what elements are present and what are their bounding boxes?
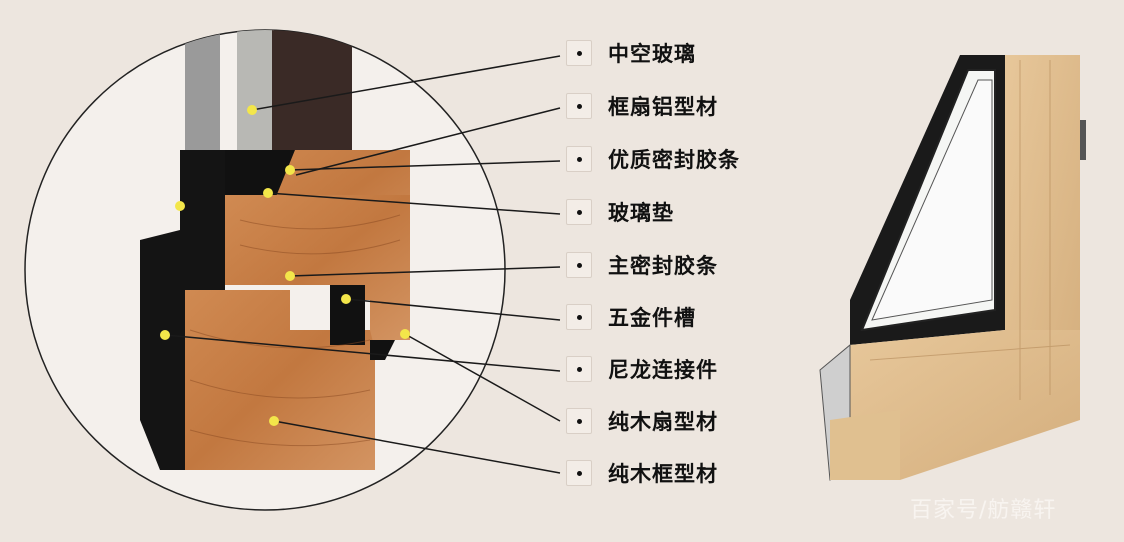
label-main-seal-strip: 主密封胶条 — [566, 250, 718, 280]
wood-sash-lower — [225, 195, 410, 340]
bullet-icon — [566, 252, 592, 278]
label-nylon-connector: 尼龙连接件 — [566, 354, 718, 384]
label-hollow-glass: 中空玻璃 — [566, 38, 696, 68]
bullet-icon — [566, 93, 592, 119]
wood-frame — [185, 290, 375, 470]
label-glass-pad: 玻璃垫 — [566, 197, 674, 227]
watermark: 百家号/舫赣轩 — [910, 498, 1057, 523]
label-hardware-groove: 五金件槽 — [566, 302, 696, 332]
label-text: 玻璃垫 — [608, 201, 674, 225]
label-text: 优质密封胶条 — [608, 148, 740, 172]
glass-spacer — [237, 30, 274, 150]
label-sash-aluminum-profile: 框扇铝型材 — [566, 91, 718, 121]
label-solid-wood-frame: 纯木框型材 — [566, 458, 718, 488]
marker-dots — [160, 105, 410, 426]
bullet-icon — [566, 408, 592, 434]
detail-circle — [24, 29, 506, 511]
bullet-icon — [566, 199, 592, 225]
window-corner-3d-view — [819, 55, 1086, 481]
label-text: 主密封胶条 — [608, 254, 718, 278]
glass-pane-outer — [185, 30, 220, 170]
hardware-groove — [330, 285, 365, 345]
bullet-icon — [566, 146, 592, 172]
leader-lines — [164, 55, 561, 474]
bullet-icon — [566, 304, 592, 330]
bullet-icon — [566, 460, 592, 486]
label-quality-seal-strip: 优质密封胶条 — [566, 144, 740, 174]
inner-glass-dark — [272, 30, 352, 160]
aluminum-profile — [140, 150, 300, 470]
label-text: 尼龙连接件 — [608, 358, 718, 382]
label-text: 五金件槽 — [608, 306, 696, 330]
label-text: 纯木框型材 — [608, 462, 718, 486]
label-solid-wood-sash: 纯木扇型材 — [566, 406, 718, 436]
bullet-icon — [566, 356, 592, 382]
label-text: 中空玻璃 — [608, 42, 696, 66]
bullet-icon — [566, 40, 592, 66]
label-text: 纯木扇型材 — [608, 410, 718, 434]
label-text: 框扇铝型材 — [608, 95, 718, 119]
